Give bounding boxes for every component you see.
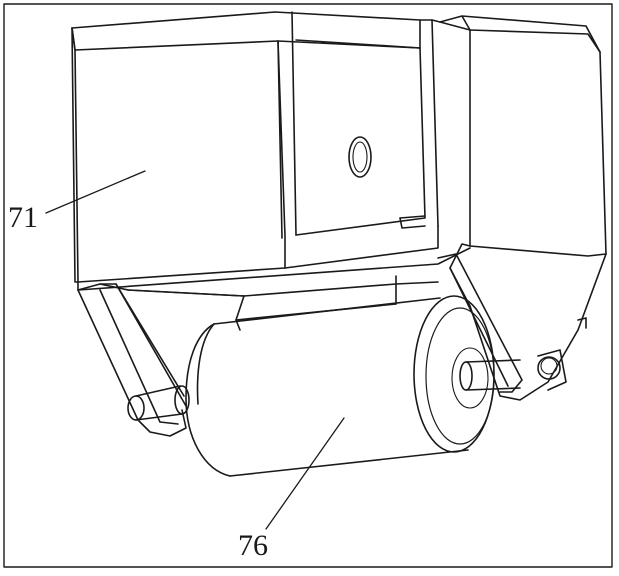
leader-line-71: [45, 170, 146, 214]
frame-border: [3, 3, 613, 568]
reference-label-71: 71: [8, 201, 38, 234]
roller: [185, 295, 521, 477]
leader-line-76: [265, 417, 345, 530]
right-side-plate: [431, 15, 607, 401]
reference-label-76: 76: [238, 529, 268, 562]
housing: [71, 11, 471, 291]
left-side-plate: [77, 283, 245, 437]
